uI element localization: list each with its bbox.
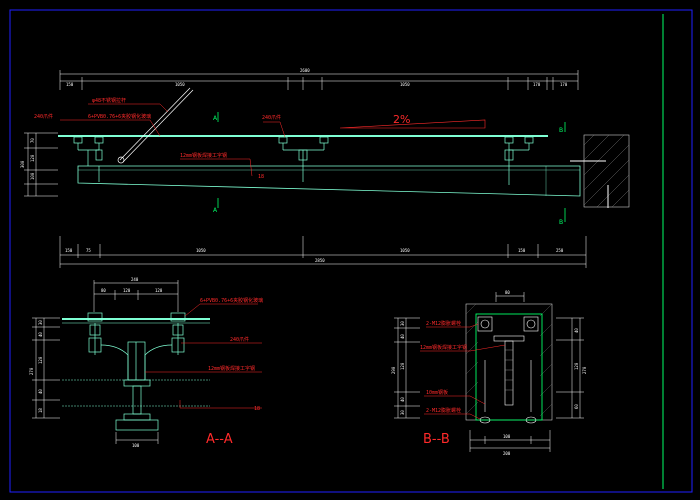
bb-left-dim-4: 40 [400,397,405,402]
elev-bottom-total: 2850 [315,258,325,263]
aa-spider-fitting [87,312,186,381]
aa-top-dim-2: 120 [123,288,131,293]
elev-top-dim-3: 1050 [400,82,410,87]
aa-note-plate-id: 18 [254,406,260,412]
elev-bottom-dim-5: 150 [518,248,526,253]
steel-beam [77,165,581,197]
aa-top-total: 240 [131,277,139,282]
elev-left-dim-3: 100 [30,172,35,180]
bb-bottom-total: 200 [503,451,511,456]
tie-rod [119,87,191,161]
bb-bolt-top [477,316,539,332]
section-aa-view: 240 80 120 120 270 30 40 120 40 18 [29,277,263,448]
cut-a-bottom: A [213,207,218,214]
elev-bottom-dim-4: 1050 [400,248,410,253]
elev-bottom-dim-6: 250 [556,248,564,253]
aa-top-dim-1: 80 [101,288,106,293]
bb-left-dim-1: 30 [400,321,405,326]
bb-right-dim-3: 60 [574,404,579,409]
aa-left-dim-4: 40 [38,389,43,394]
aa-title: A--A [206,432,233,447]
note-claw-2: 240爪件 [262,114,281,121]
elev-left-dim-1: 70 [30,138,35,143]
spider-fitting-3 [504,136,534,185]
cut-b-bottom: B [559,219,563,226]
aa-note-claw: 240爪件 [230,336,249,343]
bb-right-dim-2: 120 [574,362,579,370]
bb-title: B--B [423,432,450,447]
note-claw: 240爪件 [34,113,53,120]
bb-left-dim-5: 30 [400,410,405,415]
cut-a-top: A [213,115,218,122]
note-plate-id: 18 [258,174,264,180]
spider-fitting-2 [278,136,329,182]
aa-note-plate: 12mm钢板焊接工字钢 [208,365,255,372]
bb-top-dim: 80 [505,290,510,295]
note-rod: φ48不锈钢拉杆 [92,97,126,104]
note-plate: 12mm钢板焊接工字钢 [180,152,227,159]
bb-note-bolt-top: 2-M12膨胀螺栓 [426,320,461,327]
elev-bottom-dim-2: 75 [86,248,91,253]
bb-bottom-dim: 100 [503,434,511,439]
bb-right-dim-1: 40 [574,328,579,333]
elev-top-dim-4: 170 [533,82,541,87]
spider-fitting-1 [73,136,104,182]
tie-rod-pin [117,156,125,164]
aa-left-dim-1: 30 [38,320,43,325]
bb-left-dim-3: 120 [400,362,405,370]
note-glass: 6+PVB0.76+6夹胶钢化玻璃 [88,113,151,120]
aa-left-total: 270 [29,367,34,375]
bb-left-dim-2: 40 [400,334,405,339]
bb-wall [465,303,553,421]
elev-top-dim-1: 150 [66,82,74,87]
bb-right-total: 270 [582,366,587,374]
slope-arrow [339,119,486,129]
aa-bottom-dim: 100 [132,443,140,448]
aa-top-dim-3: 120 [155,288,163,293]
elev-top-total: 2600 [300,68,310,73]
section-bb-view: 80 [391,290,587,456]
bb-i-beam [484,335,532,412]
aa-left-dim-3: 120 [38,356,43,364]
elevation-view: 2600 150 1050 1050 170 170 300 70 120 10… [20,68,630,268]
cut-b-top: B [559,127,563,134]
bb-left-total: 290 [391,366,396,374]
bb-bolt-bottom [479,416,537,424]
aa-left-dim-5: 18 [38,408,43,413]
slope-label: 2% [393,113,410,126]
elev-bottom-dim-3: 1050 [196,248,206,253]
elev-left-total: 300 [20,160,25,168]
aa-note-glass: 6+PVB0.76+6夹胶钢化玻璃 [200,297,263,304]
bb-note-plate: 12mm钢板焊接工字钢 [420,344,467,351]
elev-top-dim-2: 1050 [175,82,185,87]
elev-left-dim-2: 120 [30,154,35,162]
bb-embed-plate [475,313,543,421]
bb-note-plate2: 10mm钢板 [426,389,448,396]
concrete-wall [570,134,630,208]
elev-top-dim-5: 170 [560,82,568,87]
drawing-frame [9,9,693,493]
aa-left-dim-2: 40 [38,332,43,337]
aa-i-beam [115,379,159,431]
elev-bottom-dim-1: 150 [65,248,73,253]
bb-note-bolt-bottom: 2-M12膨胀螺栓 [426,407,461,414]
